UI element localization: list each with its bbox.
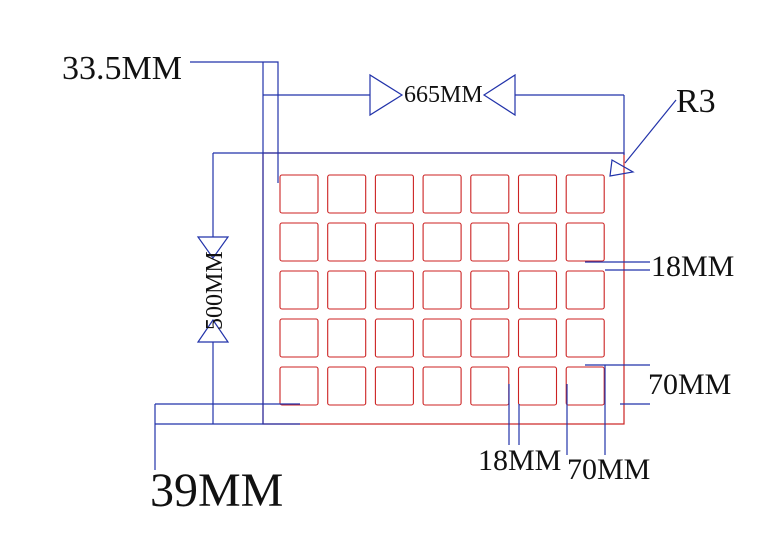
grid-cell (565, 222, 605, 262)
grid-cell (470, 318, 510, 358)
radius-arrow-icon (609, 159, 635, 177)
grid-cell (374, 174, 414, 214)
grid-cell (279, 270, 319, 310)
right-cell-dim-label: 18MM (651, 250, 734, 283)
grid-cell (565, 270, 605, 310)
arrow-left-icon (482, 73, 516, 117)
grid-cell (517, 270, 558, 310)
grid-cell (470, 174, 510, 214)
grid-cell (517, 318, 558, 358)
grid-cell (517, 366, 558, 406)
grid-cell (470, 366, 510, 406)
dimension-lines (154, 61, 677, 470)
arrowheads (196, 73, 635, 343)
grid-cell (422, 222, 462, 262)
grid-cell (565, 366, 605, 406)
bottom-left-dim-label: 39MM (150, 464, 283, 517)
grid-cell (327, 270, 367, 310)
grid-cell (422, 270, 462, 310)
grid-cell (565, 174, 605, 214)
grid-cell (279, 222, 319, 262)
grid-cell (374, 222, 414, 262)
height-dim-label: 500MM (202, 251, 228, 330)
grid-cell (422, 318, 462, 358)
grid-cell (422, 366, 462, 406)
grid-cell (279, 366, 319, 406)
top-left-dim-label: 33.5MM (62, 50, 182, 87)
grid-cell (279, 174, 319, 214)
grid-cell (279, 318, 319, 358)
grid-cell (470, 270, 510, 310)
arrow-down-icon (196, 236, 230, 260)
arrow-right-icon (369, 73, 404, 117)
grid-cell (327, 174, 367, 214)
grid-cell (327, 222, 367, 262)
bottom-gap-dim-label: 18MM (478, 444, 561, 477)
grid-cell (517, 222, 558, 262)
grid-cell (374, 366, 414, 406)
grid-cell (327, 318, 367, 358)
grid-cell (470, 222, 510, 262)
grid-cell (374, 270, 414, 310)
bottom-pitch-dim-label: 70MM (567, 453, 650, 486)
grid-cell (517, 174, 558, 214)
width-dim-label: 665MM (404, 82, 483, 108)
arrow-up-icon (196, 318, 230, 343)
grid-cell (422, 174, 462, 214)
grid-cell (374, 318, 414, 358)
right-pitch-dim-label: 70MM (648, 368, 731, 401)
cell-grid (279, 174, 605, 406)
grid-cell (327, 366, 367, 406)
grid-cell (565, 318, 605, 358)
board-outline (262, 152, 625, 425)
radius-label: R3 (676, 83, 716, 120)
